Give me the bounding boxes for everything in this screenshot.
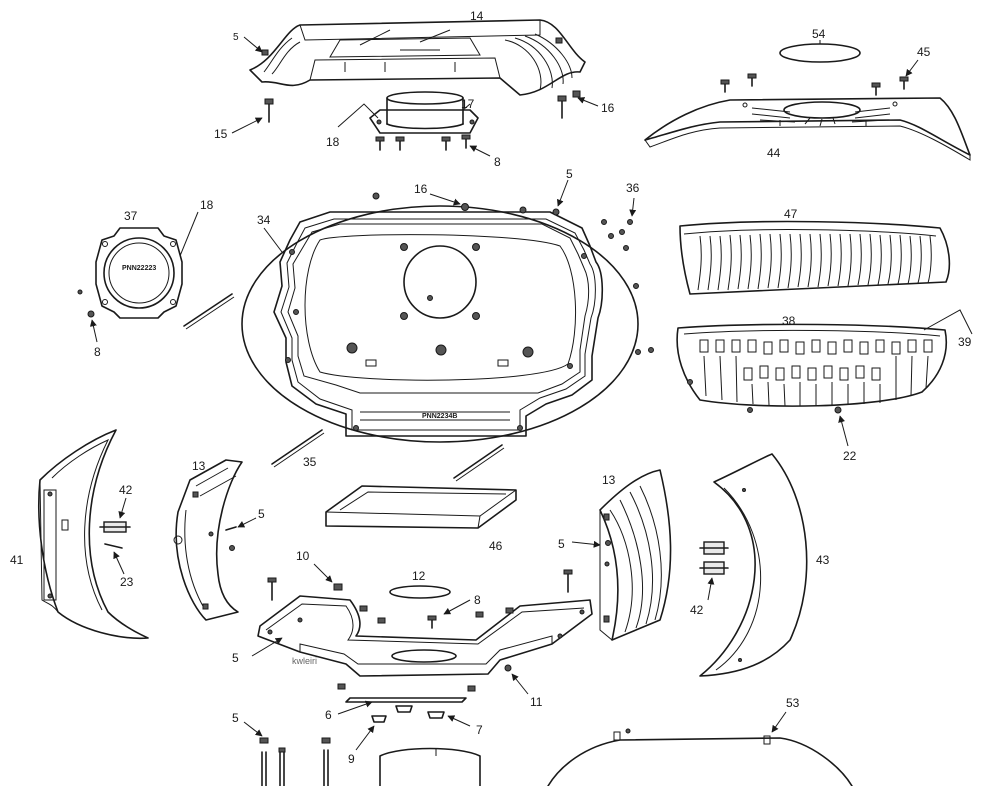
screw-16-top <box>557 90 599 119</box>
screw-5-body <box>552 179 569 216</box>
part-9-clip <box>355 715 387 751</box>
screw-8-left <box>89 319 98 343</box>
screws-36 <box>601 197 654 355</box>
part-bottom-base <box>251 569 593 692</box>
screws-45 <box>720 59 919 96</box>
part-44-side-shelf <box>644 97 971 161</box>
part-legs <box>243 721 331 786</box>
callout-5-right-frame: 5 <box>558 537 565 551</box>
callout-5-base: 5 <box>232 651 239 665</box>
spacer-42-left <box>99 497 131 533</box>
callout-38: 38 <box>782 314 796 328</box>
callout-43: 43 <box>816 553 830 567</box>
callout-47: 47 <box>784 207 798 221</box>
screw-15 <box>231 98 274 134</box>
part-14-lid-handle <box>249 19 586 96</box>
callout-46: 46 <box>489 539 503 553</box>
callout-41: 41 <box>10 553 24 567</box>
callout-23: 23 <box>120 575 134 589</box>
screw-5-top <box>243 36 263 53</box>
callout-17: 17 <box>461 97 475 111</box>
callout-12: 12 <box>412 569 426 583</box>
callout-8-left: 8 <box>94 345 101 359</box>
callout-16-top: 16 <box>601 101 615 115</box>
callout-5-body: 5 <box>566 167 573 181</box>
screw-8-base <box>443 599 471 615</box>
part-13-right-frame <box>599 469 672 641</box>
screw-22 <box>834 406 849 447</box>
callout-45: 45 <box>917 45 931 59</box>
rods-35 <box>183 293 505 482</box>
callout-34: 34 <box>257 213 271 227</box>
callout-39: 39 <box>958 335 972 349</box>
callout-13-right: 13 <box>602 473 616 487</box>
part-53-bottom-cover <box>547 711 853 786</box>
engraving-37: PNN22223 <box>122 265 156 272</box>
part-47-grill-grate <box>679 220 951 295</box>
part-6-plate <box>337 697 467 715</box>
part-43-right-end-cap <box>699 453 808 677</box>
part-7-bracket <box>395 705 471 727</box>
part-17-vent-collar <box>337 91 479 134</box>
screw-10 <box>313 563 343 591</box>
callout-6: 6 <box>325 708 332 722</box>
callout-42-left: 42 <box>119 483 133 497</box>
callout-44: 44 <box>767 146 781 160</box>
part-13-left-frame <box>173 459 243 621</box>
callout-16-body: 16 <box>414 182 428 196</box>
engraving-34: PNN2234B <box>422 413 457 420</box>
part-46-drip-tray <box>325 485 517 529</box>
callout-8-base: 8 <box>474 593 481 607</box>
callout-18-left: 18 <box>200 198 214 212</box>
callout-15: 15 <box>214 127 228 141</box>
callout-54: 54 <box>812 27 826 41</box>
part-12-disc <box>389 585 451 599</box>
callout-14: 14 <box>470 9 484 23</box>
part-38-burner-grate <box>676 309 973 413</box>
callout-22: 22 <box>843 449 857 463</box>
callout-36: 36 <box>626 181 640 195</box>
callout-35: 35 <box>303 455 317 469</box>
callout-10: 10 <box>296 549 310 563</box>
pin-23 <box>104 543 125 575</box>
callout-5-top: 5 <box>233 32 239 43</box>
callout-37: 37 <box>124 209 138 223</box>
screw-5-right-frame <box>571 540 611 567</box>
callout-11: 11 <box>530 695 543 709</box>
part-41-left-end-cap <box>38 429 149 640</box>
part-37-vent-plate <box>77 211 199 319</box>
callout-53: 53 <box>786 696 800 710</box>
callout-9: 9 <box>348 752 355 766</box>
part-54-disc <box>779 40 861 63</box>
callout-5-left-frame: 5 <box>258 507 265 521</box>
callout-8-top: 8 <box>494 155 501 169</box>
callout-5-legs: 5 <box>232 711 239 725</box>
spacers-42-right <box>699 541 729 601</box>
screw-16-body <box>429 193 469 211</box>
part-column <box>379 747 481 786</box>
watermark: kwleiri <box>292 656 317 666</box>
callout-13-left: 13 <box>192 459 206 473</box>
screw-5-left-frame <box>225 517 257 531</box>
part-34-main-body <box>241 192 639 443</box>
callout-42-right: 42 <box>690 603 704 617</box>
callout-18-top: 18 <box>326 135 340 149</box>
screw-11 <box>504 664 529 695</box>
callout-7: 7 <box>476 723 483 737</box>
screws-8-top <box>375 134 491 157</box>
